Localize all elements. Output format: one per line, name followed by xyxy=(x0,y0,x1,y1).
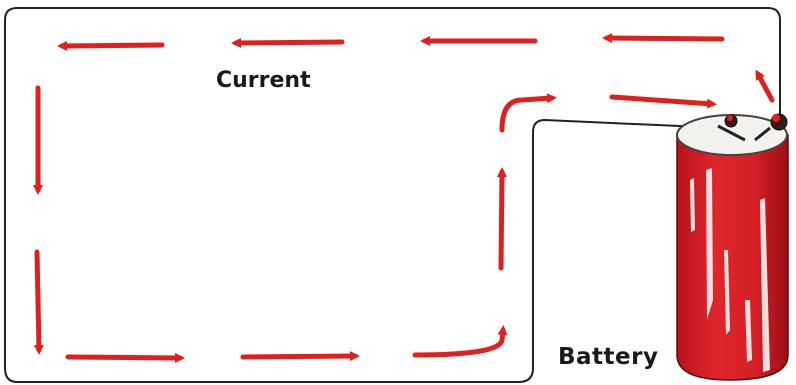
battery-highlights xyxy=(690,168,770,372)
current-arrow xyxy=(496,167,507,271)
left-arrows xyxy=(33,85,44,355)
current-arrow xyxy=(57,40,165,51)
current-arrow xyxy=(499,93,557,133)
battery-label: Battery xyxy=(558,344,659,370)
current-arrow xyxy=(602,33,725,44)
current-arrow xyxy=(412,325,508,358)
current-arrow xyxy=(755,69,775,103)
bottom-arrows xyxy=(65,325,508,363)
current-arrow xyxy=(33,249,44,355)
wire-loop xyxy=(4,7,781,383)
current-arrow xyxy=(240,351,360,362)
current-arrow xyxy=(231,37,345,48)
top-arrows xyxy=(57,33,775,103)
current-label: Current xyxy=(216,68,311,93)
current-arrow xyxy=(65,352,185,363)
inner-arrows xyxy=(496,93,717,271)
battery-icon xyxy=(676,113,789,381)
battery-body xyxy=(676,134,789,381)
battery-terminals xyxy=(717,113,788,142)
current-arrow xyxy=(609,94,717,109)
